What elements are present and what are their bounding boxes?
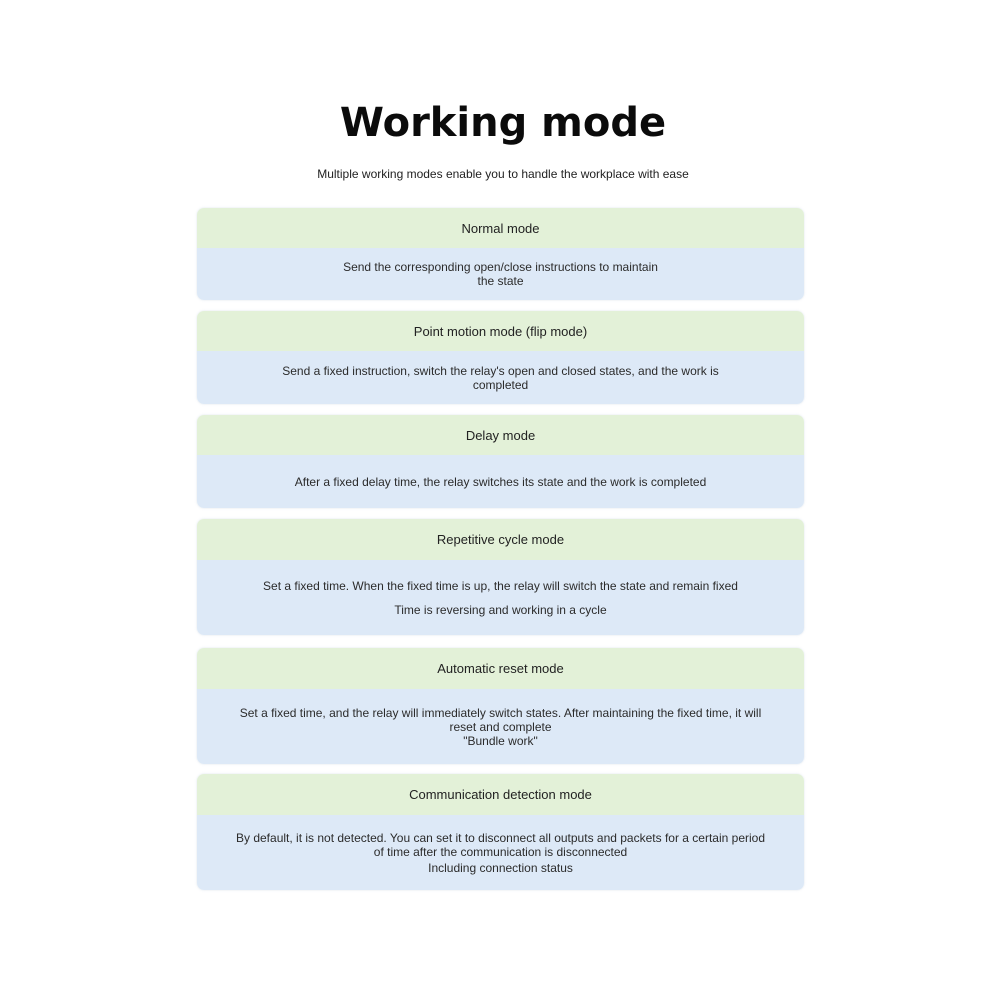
mode-card-description: After a fixed delay time, the relay swit… [197,455,804,508]
mode-card-title: Normal mode [197,208,804,248]
page-title: Working mode [339,100,667,146]
mode-card-description: Set a fixed time. When the fixed time is… [197,560,804,635]
mode-description-line: By default, it is not detected. You can … [236,830,765,859]
mode-card-point-motion: Point motion mode (flip mode) Send a fix… [197,311,804,404]
mode-card-communication-detection: Communication detection mode By default,… [197,774,804,890]
mode-card-description: Send the corresponding open/close instru… [197,248,804,300]
mode-card-automatic-reset: Automatic reset mode Set a fixed time, a… [197,648,804,764]
mode-description-line: After a fixed delay time, the relay swit… [294,474,707,489]
mode-description-line: Send a fixed instruction, switch the rel… [282,363,719,392]
mode-description-line: Including connection status [428,860,573,875]
mode-card-title: Repetitive cycle mode [197,519,804,560]
mode-card-delay: Delay mode After a fixed delay time, the… [197,415,804,508]
mode-description-line: Time is reversing and working in a cycle [394,602,607,617]
page-subtitle: Multiple working modes enable you to han… [317,167,689,181]
mode-description-line: Set a fixed time. When the fixed time is… [263,578,738,593]
mode-card-description: By default, it is not detected. You can … [197,815,804,890]
mode-card-title: Point motion mode (flip mode) [197,311,804,351]
mode-card-description: Send a fixed instruction, switch the rel… [197,351,804,404]
mode-card-normal: Normal mode Send the corresponding open/… [197,208,804,300]
mode-description-line: Set a fixed time, and the relay will imm… [239,705,762,734]
mode-description-line: "Bundle work" [463,733,538,748]
mode-card-title: Delay mode [197,415,804,455]
mode-card-title: Automatic reset mode [197,648,804,689]
mode-card-repetitive-cycle: Repetitive cycle mode Set a fixed time. … [197,519,804,635]
mode-description-line: Send the corresponding open/close instru… [343,260,658,288]
mode-card-description: Set a fixed time, and the relay will imm… [197,689,804,764]
mode-card-title: Communication detection mode [197,774,804,815]
